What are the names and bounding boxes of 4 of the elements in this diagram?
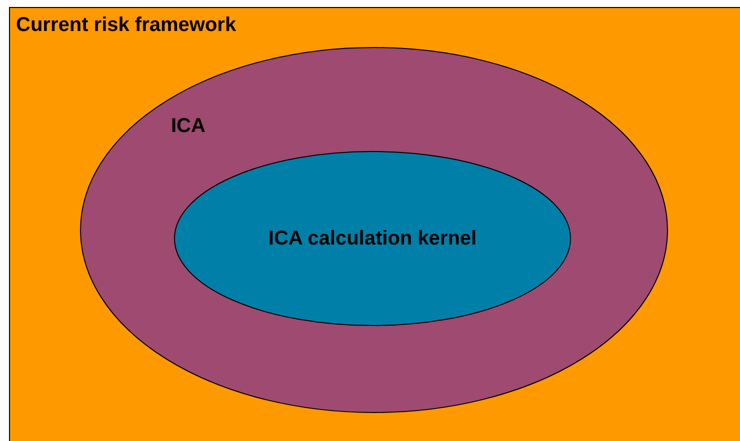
framework-panel (9, 7, 740, 441)
panel-heading: Current risk framework (16, 14, 236, 37)
ellipse-label: ICA calculation kernel (268, 227, 477, 250)
ellipse-label: ICA (171, 115, 206, 138)
